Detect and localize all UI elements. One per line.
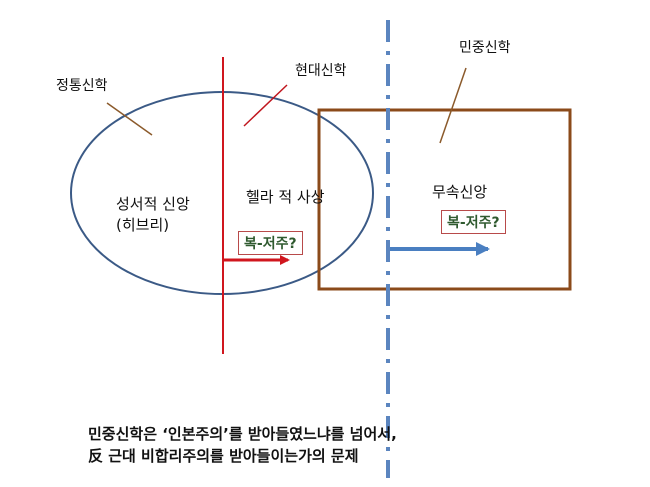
caption-line-1: 민중신학은 ‘인본주의’를 받아들였느냐를 넘어서,	[88, 425, 397, 443]
modern-pointer	[243, 84, 288, 127]
blessing-curse-box-left: 복-저주?	[238, 231, 303, 255]
minjung-rectangle	[317, 108, 572, 291]
label-biblical-faith: 성서적 신앙	[116, 195, 190, 213]
orthodox-pointer	[106, 102, 153, 136]
label-hellenistic-thought: 헬라 적 사상	[246, 188, 325, 206]
blessing-curse-box-right: 복-저주?	[441, 210, 506, 234]
label-shamanism: 무속신앙	[432, 183, 488, 201]
label-minjung-theology: 민중신학	[459, 40, 511, 56]
minjung-pointer	[439, 67, 467, 144]
caption-line-2: 反 근대 비합리주의를 받아들이는가의 문제	[88, 447, 359, 465]
label-orthodox-theology: 정통신학	[56, 78, 108, 94]
label-modern-theology: 현대신학	[295, 63, 347, 79]
label-hebrew: (히브리)	[116, 216, 170, 234]
